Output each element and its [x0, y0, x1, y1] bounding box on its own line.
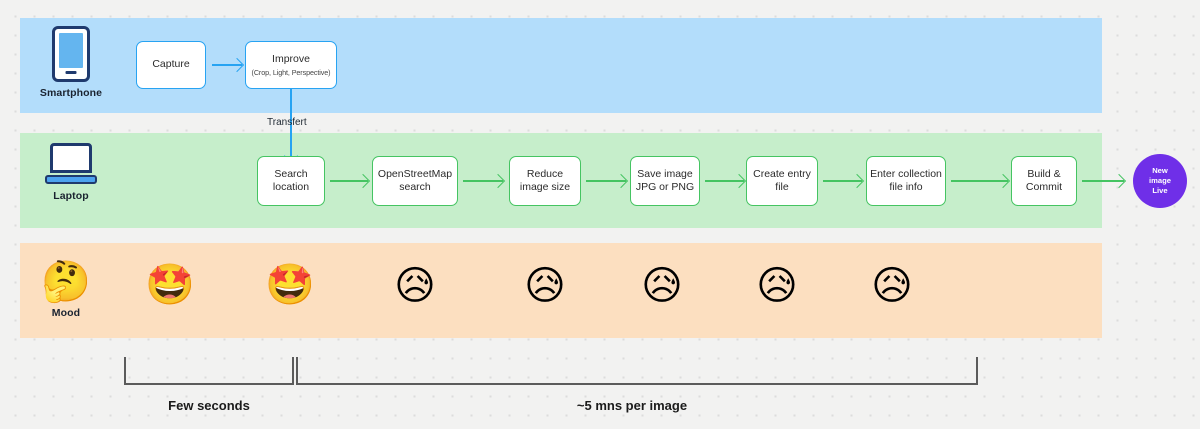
arrow-capture-to-improve [212, 57, 245, 73]
step-create-entry-file-line1: Create entry [753, 167, 811, 180]
mood-icon-2: 🤩 [145, 262, 195, 308]
step-build-commit-line1: Build & [1027, 167, 1061, 180]
step-improve-subtitle: (Crop, Light, Perspective) [251, 67, 331, 77]
arrow-2 [463, 173, 506, 189]
mood-icon-3: 🤩 [265, 262, 315, 308]
step-create-entry-file[interactable]: Create entry file [746, 156, 818, 206]
step-search-location-line1: Search [274, 167, 308, 180]
mood-icon-8: 😥 [871, 263, 913, 309]
result-line2: image [1149, 175, 1171, 185]
step-openstreetmap-search-line2: search [399, 181, 431, 193]
mood-lane-group: 🤔 Mood [40, 262, 92, 319]
step-search-location[interactable]: Search location [257, 156, 325, 206]
mood-icon-1: 🤔 [41, 259, 91, 305]
step-improve[interactable]: Improve (Crop, Light, Perspective) [245, 41, 337, 89]
laptop-lid [50, 143, 92, 173]
laptop-lane-label: Laptop [53, 190, 89, 202]
laptop-base [45, 175, 97, 184]
timeline-label-few-seconds: Few seconds [168, 398, 250, 413]
step-improve-title: Improve [272, 53, 310, 66]
mood-icon-6: 😥 [641, 263, 683, 309]
arrow-transfer-down [283, 89, 299, 164]
step-search-location-line2: location [272, 181, 310, 193]
step-save-image-line1: Save image [637, 167, 693, 180]
smartphone-icon [52, 26, 90, 82]
step-enter-collection-file-info[interactable]: Enter collection file info [866, 156, 946, 206]
arrow-7 [1082, 173, 1127, 189]
result-new-image-live[interactable]: New image Live [1133, 154, 1187, 208]
arrow-5 [823, 173, 865, 189]
step-create-entry-file-line2: file [775, 181, 789, 193]
step-capture-title: Capture [152, 58, 190, 71]
arrow-3 [586, 173, 629, 189]
smartphone-lane-label: Smartphone [39, 87, 103, 99]
step-openstreetmap-search-line1: OpenStreetMap [377, 167, 453, 180]
smartphone-home-bar [65, 70, 77, 74]
step-save-image[interactable]: Save image JPG or PNG [630, 156, 700, 206]
result-line3: Live [1152, 186, 1168, 196]
mood-icon-5: 😥 [524, 263, 566, 309]
laptop-icon [45, 143, 97, 185]
transfer-label: Transfert [267, 117, 307, 128]
step-save-image-line2: JPG or PNG [635, 181, 695, 193]
arrow-6 [951, 173, 1011, 189]
step-enter-collection-file-info-line2: file info [889, 181, 923, 193]
smartphone-lane-icon-group: Smartphone [36, 26, 106, 99]
step-reduce-image-size-line2: image size [519, 181, 571, 193]
step-reduce-image-size[interactable]: Reduce image size [509, 156, 581, 206]
arrow-4 [705, 173, 747, 189]
step-enter-collection-file-info-line1: Enter collection [870, 167, 942, 180]
step-openstreetmap-search[interactable]: OpenStreetMap search [372, 156, 458, 206]
result-line1: New [1152, 165, 1168, 175]
mood-icon-4: 😥 [394, 263, 436, 309]
smartphone-screen [59, 33, 83, 68]
mood-lane-band [20, 243, 1102, 338]
laptop-lane-icon-group: Laptop [36, 143, 106, 202]
step-reduce-image-size-line1: Reduce [526, 167, 564, 180]
mood-icon-7: 😥 [756, 263, 798, 309]
arrow-1 [330, 173, 371, 189]
step-build-commit-line2: Commit [1025, 181, 1063, 193]
timeline-bracket-few-seconds [124, 357, 294, 385]
step-build-commit[interactable]: Build & Commit [1011, 156, 1077, 206]
timeline-bracket-per-image [296, 357, 978, 385]
mood-lane-label: Mood [51, 307, 81, 319]
timeline-label-per-image: ~5 mns per image [576, 398, 688, 413]
step-capture[interactable]: Capture [136, 41, 206, 89]
